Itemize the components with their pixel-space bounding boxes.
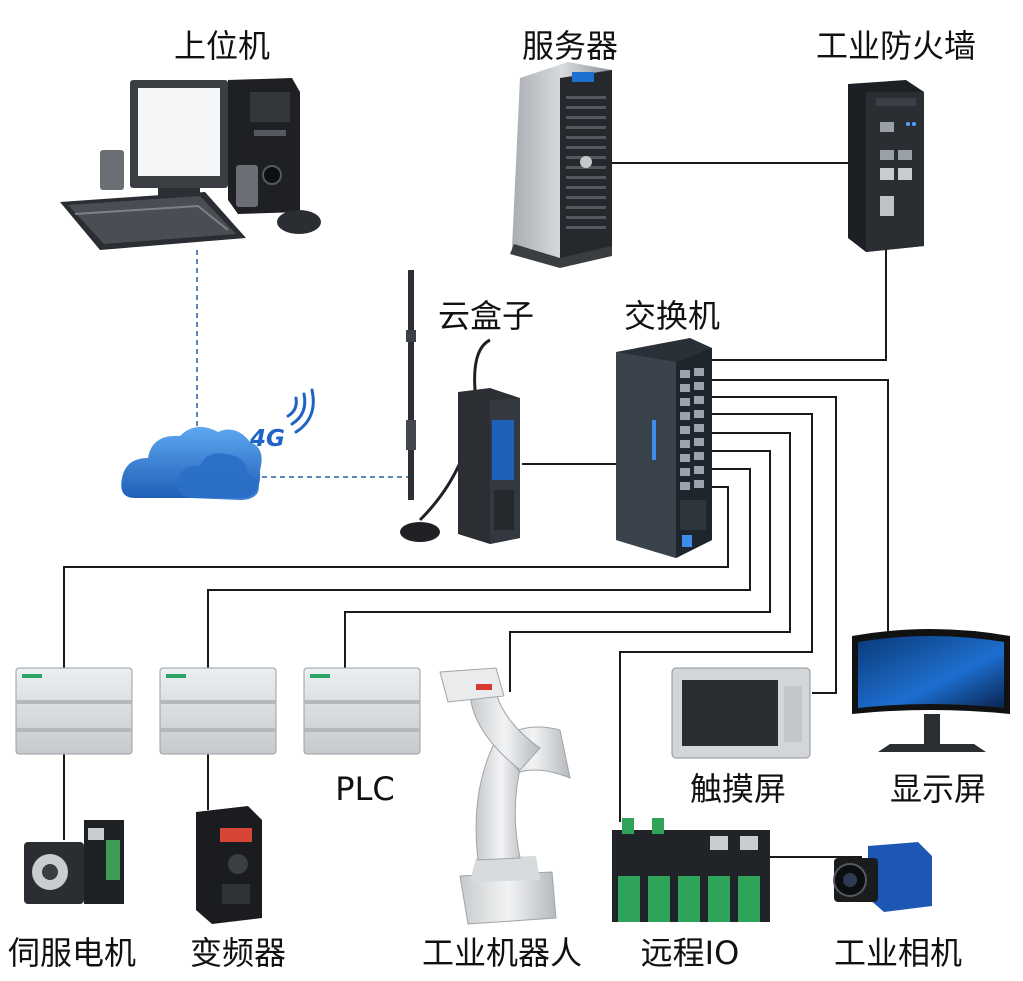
switch-touch-cable	[700, 396, 837, 694]
desktop-computer-icon	[60, 78, 321, 250]
firewall-device-icon	[848, 80, 924, 252]
camera-label: 工业相机	[834, 934, 962, 972]
servo-motor-icon	[24, 820, 124, 904]
network-4g-label: 4G	[249, 426, 285, 452]
wifi-signal-icon	[286, 388, 315, 434]
wireless-links	[196, 250, 410, 478]
plc-label: PLC	[335, 770, 394, 808]
firewall-label: 工业防火墙	[816, 27, 976, 65]
inverter-icon	[196, 806, 262, 924]
touch-screen-label: 触摸屏	[690, 770, 786, 808]
robot-arm-icon	[439, 667, 571, 925]
network-switch-icon	[616, 338, 712, 558]
plc-module-icon	[303, 667, 421, 755]
switch-plc1-cable	[63, 486, 729, 668]
display-label: 显示屏	[890, 770, 986, 808]
firewall-switch-cable	[700, 248, 887, 361]
remote-io-label: 远程IO	[641, 934, 740, 972]
monitor-icon	[852, 629, 1010, 752]
cloud-icon	[121, 426, 262, 500]
switch-plc2-cable	[207, 468, 751, 668]
inverter-label: 变频器	[190, 934, 286, 972]
switch-label: 交换机	[624, 297, 720, 335]
plc-module-icon	[15, 667, 133, 755]
cloud-box-label: 云盒子	[438, 297, 534, 335]
cloud-box-gateway-icon	[400, 270, 520, 544]
remote-io-icon	[612, 818, 770, 922]
tower-server-icon	[510, 62, 612, 268]
wired-links	[63, 162, 889, 858]
switch-robot-cable	[509, 432, 791, 692]
servo-motor-label: 伺服电机	[8, 934, 136, 972]
industrial-camera-icon	[833, 842, 932, 912]
robot-label: 工业机器人	[422, 934, 582, 972]
host-computer-label: 上位机	[174, 27, 270, 65]
plc-module-icon	[159, 667, 277, 755]
touch-panel-icon	[671, 667, 811, 759]
switch-plc3-cable	[344, 450, 771, 668]
server-label: 服务器	[522, 27, 618, 65]
switch-display-cable	[700, 379, 889, 632]
switch-io-cable	[619, 413, 813, 822]
